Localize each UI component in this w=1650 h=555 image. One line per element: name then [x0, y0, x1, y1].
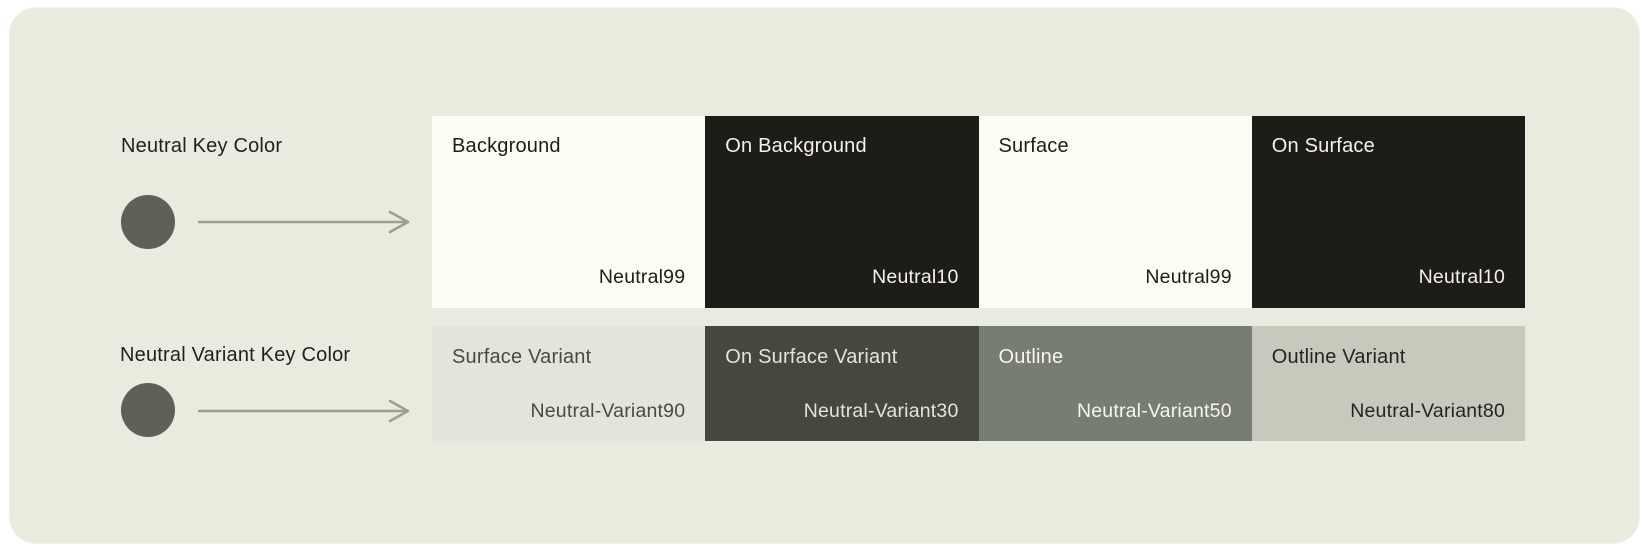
- neutral-palette-card: Neutral Key Color Background Neutral99 O…: [10, 8, 1639, 543]
- swatch-on-surface-variant: On Surface Variant Neutral-Variant30: [705, 326, 979, 441]
- neutral-variant-key-color-label: Neutral Variant Key Color: [120, 344, 351, 366]
- swatch-title: Outline: [998, 346, 1064, 368]
- neutral-key-color-dot: [121, 195, 175, 249]
- neutral-variant-key-color-dot: [121, 383, 175, 437]
- neutral-key-color-label: Neutral Key Color: [121, 135, 283, 157]
- swatch-title: Surface Variant: [452, 346, 592, 368]
- swatch-surface-variant: Surface Variant Neutral-Variant90: [432, 326, 706, 441]
- swatch-tone-value: Neutral10: [1418, 266, 1505, 288]
- swatch-outline-variant: Outline Variant Neutral-Variant80: [1251, 326, 1525, 441]
- neutral-row: Background Neutral99 On Background Neutr…: [432, 116, 1525, 308]
- swatch-title: On Background: [725, 135, 867, 157]
- swatch-background: Background Neutral99: [432, 116, 706, 308]
- swatch-title: Surface: [998, 135, 1069, 157]
- swatch-tone-value: Neutral-Variant30: [803, 400, 959, 422]
- swatch-title: On Surface Variant: [725, 346, 898, 368]
- swatch-tone-value: Neutral99: [598, 266, 686, 288]
- swatch-tone-value: Neutral10: [872, 266, 959, 288]
- swatch-tone-value: Neutral-Variant80: [1350, 400, 1505, 422]
- swatch-on-background: On Background Neutral10: [705, 116, 979, 308]
- swatch-tone-value: Neutral-Variant90: [530, 400, 686, 422]
- swatch-title: Background: [452, 135, 561, 157]
- swatch-title: On Surface: [1271, 135, 1375, 157]
- right-arrow-icon: [198, 208, 410, 236]
- swatch-tone-value: Neutral-Variant50: [1076, 400, 1232, 422]
- swatch-on-surface: On Surface Neutral10: [1251, 116, 1525, 308]
- right-arrow-icon: [198, 397, 410, 425]
- swatch-title: Outline Variant: [1271, 346, 1406, 368]
- swatch-tone-value: Neutral99: [1145, 266, 1232, 288]
- swatch-outline: Outline Neutral-Variant50: [978, 326, 1252, 441]
- swatch-surface: Surface Neutral99: [978, 116, 1252, 308]
- neutral-variant-row: Surface Variant Neutral-Variant90 On Sur…: [432, 326, 1525, 441]
